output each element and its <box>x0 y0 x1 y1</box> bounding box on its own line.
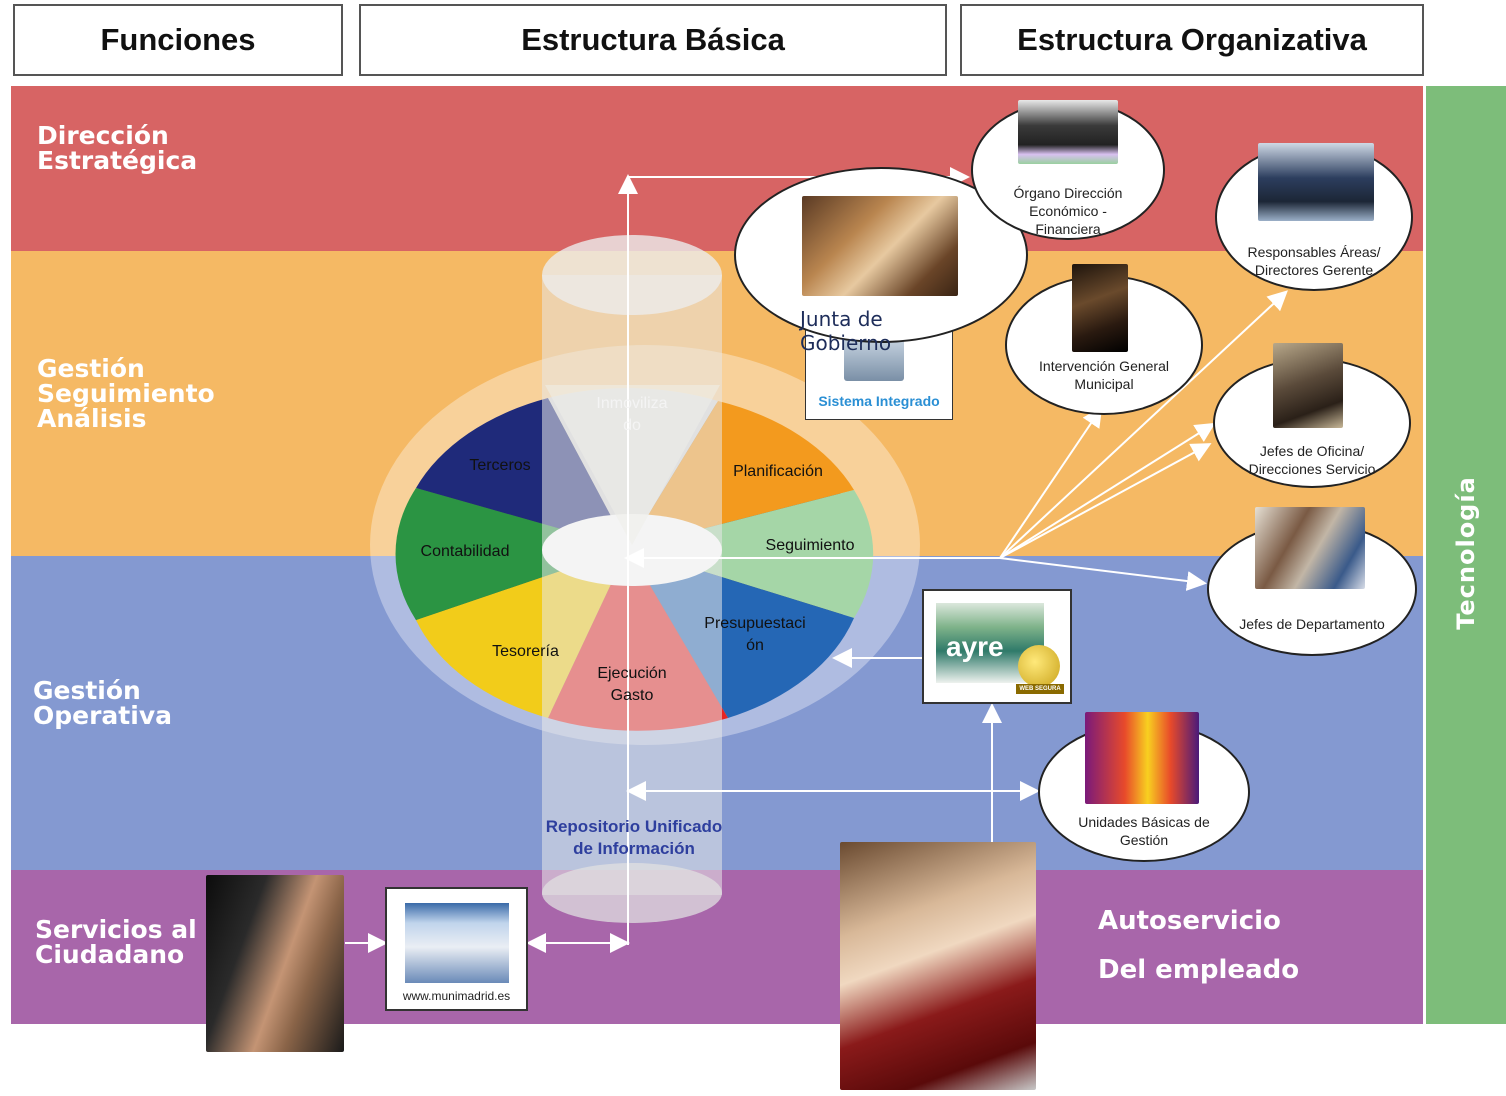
label-line: Estratégica <box>37 146 198 175</box>
web-segura-label: WEB SEGURA <box>1016 684 1064 694</box>
jefes-oficina-label: Jefes de Oficina/ Direcciones Servicio <box>1228 442 1396 478</box>
label-line: Repositorio Unificado <box>545 817 723 836</box>
label-line: do <box>623 417 641 434</box>
responsables-photo <box>1258 143 1374 221</box>
label-line: Análisis <box>37 404 147 433</box>
label-gestion-operativa: Gestión Operativa <box>33 678 172 728</box>
cylinder-top <box>542 235 722 315</box>
munimadrid-url[interactable]: www.munimadrid.es <box>402 989 511 1003</box>
repositorio-label: Repositorio Unificado de Información <box>520 816 748 860</box>
label-line: Autoservicio <box>1098 906 1281 936</box>
wheel-label-inmovilizado: Inmoviliza do <box>582 393 682 437</box>
empleado-photo <box>840 842 1036 1090</box>
organo-label: Órgano Dirección Económico - Financiera <box>990 184 1146 238</box>
sistema-integrado-label: Sistema Integrado <box>818 393 940 409</box>
label-line: Servicios al <box>35 915 197 944</box>
arrow-to-jefes-depto <box>999 557 1207 591</box>
arrow-to-intervencion <box>999 406 1103 559</box>
unidades-label: Unidades Básicas de Gestión <box>1058 813 1230 849</box>
intervencion-label: Intervención General Municipal <box>1020 357 1188 393</box>
label-line: Unidades Básicas de <box>1078 814 1210 830</box>
jefes-departamento-label: Jefes de Departamento <box>1239 616 1385 632</box>
label-line: Directores Gerente <box>1254 262 1374 278</box>
label-line: Económico - <box>1029 203 1107 219</box>
label-line: Gestión <box>33 676 141 705</box>
label-gestion-seguimiento: Gestión Seguimiento Análisis <box>37 356 215 431</box>
label-line: Inmoviliza <box>596 395 668 412</box>
wheel-label-terceros: Terceros <box>469 457 531 474</box>
label-line: Del empleado <box>1098 955 1300 985</box>
label-line: Gestión <box>37 354 145 383</box>
label-line: Municipal <box>1074 376 1134 392</box>
wheel-label-tesoreria: Tesorería <box>492 643 559 660</box>
wheel-label-presupuestacion: Presupuestaci ón <box>695 613 815 657</box>
label-line: Órgano Dirección <box>1013 185 1123 201</box>
label-line: ón <box>746 637 764 654</box>
wheel-label-ejecucion: Ejecución Gasto <box>582 663 682 707</box>
intervencion-photo <box>1072 264 1128 352</box>
label-line: Intervención General <box>1039 358 1169 374</box>
label-direccion-estrategica: Dirección Estratégica <box>37 123 197 173</box>
label-line: Direcciones Servicio <box>1248 461 1376 477</box>
junta-photo <box>802 196 958 296</box>
label-line: Presupuestaci <box>704 615 806 632</box>
tecnologia-bar <box>1426 86 1506 1024</box>
arrow-to-responsables <box>999 290 1288 559</box>
slice-seguimiento <box>628 490 874 618</box>
computer-icon <box>844 337 904 381</box>
wheel-label-planificacion: Planificación <box>733 463 823 480</box>
label-line: Gobierno <box>800 331 892 355</box>
organo-photo <box>1018 100 1118 164</box>
label-line: Ciudadano <box>35 940 185 969</box>
label-line: Operativa <box>33 701 172 730</box>
autoservicio-label: Autoservicio Del empleado <box>1098 897 1299 995</box>
label-servicios-ciudadano: Servicios al Ciudadano <box>35 917 197 967</box>
label-line: Junta de <box>800 307 883 331</box>
label-line: Ejecución <box>597 665 667 682</box>
munimadrid-box: www.munimadrid.es <box>385 887 528 1011</box>
ayre-logo: ayre <box>946 631 1004 662</box>
inmovilizado-cone <box>545 385 720 545</box>
header-estructura-organizativa: Estructura Organizativa <box>960 4 1424 76</box>
slice-contabilidad <box>395 488 628 620</box>
label-line: Seguimiento <box>37 379 215 408</box>
ayre-box: ayre WEB SEGURA <box>922 589 1072 704</box>
junta-label: Junta de Gobierno <box>800 307 891 355</box>
band-direccion-estrategica <box>11 86 1423 251</box>
label-line: Financiera <box>1035 221 1101 237</box>
label-line: Dirección <box>37 121 169 150</box>
header-funciones: Funciones <box>13 4 343 76</box>
label-line: Gasto <box>610 687 654 704</box>
arrow-to-jefes-oficina-2 <box>999 443 1212 559</box>
web-segura-badge <box>1018 645 1060 687</box>
header-estructura-basica: Estructura Básica <box>359 4 947 76</box>
label-line: Gestión <box>1119 832 1169 848</box>
wheel-label-contabilidad: Contabilidad <box>420 543 510 560</box>
responsables-label: Responsables Áreas/ Directores Gerente <box>1230 243 1398 279</box>
label-line: de Información <box>573 839 695 858</box>
wheel-label-seguimiento: Seguimiento <box>765 537 855 554</box>
label-line: Jefes de Oficina/ <box>1259 443 1365 459</box>
label-line: Responsables Áreas/ <box>1247 244 1381 260</box>
arrow-to-jefes-oficina-1 <box>999 422 1216 559</box>
unidades-photo <box>1085 712 1199 804</box>
cylinder-bottom <box>542 863 722 923</box>
munimadrid-screenshot <box>405 903 509 983</box>
jefes-oficina-photo <box>1273 343 1343 428</box>
jefes-departamento-photo <box>1255 507 1365 589</box>
ciudadano-phone-photo <box>206 875 344 1052</box>
